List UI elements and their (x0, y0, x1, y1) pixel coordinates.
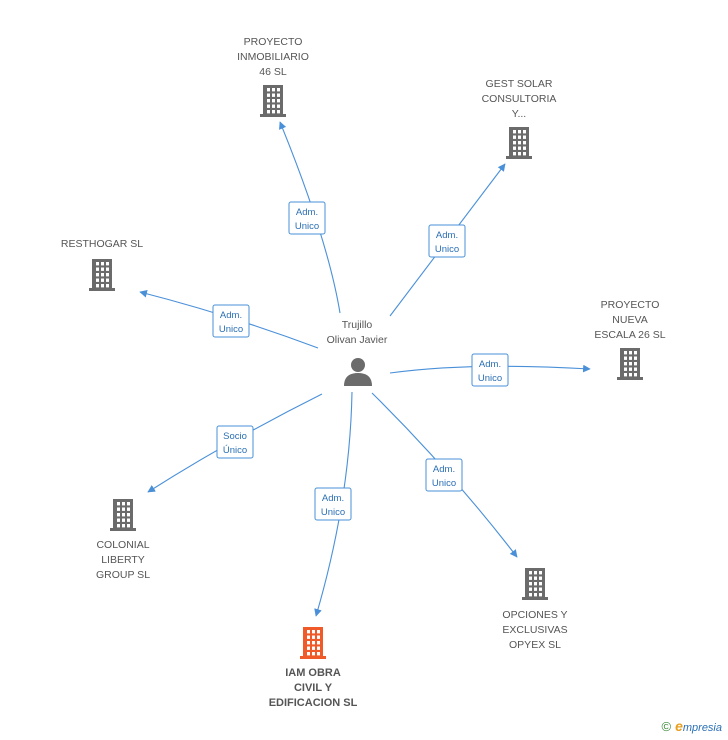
role-label: Adm. Unico (219, 310, 243, 335)
role-label-line: Adm. (220, 310, 242, 321)
person-label-line: Trujillo (342, 319, 373, 331)
role-label-line: Unico (432, 478, 456, 489)
company-label-line: PROYECTO (244, 36, 303, 48)
role-label-line: Adm. (436, 230, 458, 241)
company-label-line: CONSULTORIA (482, 93, 557, 105)
person-label-line: Olivan Javier (327, 334, 388, 346)
company-node-colonial-liberty[interactable]: COLONIAL LIBERTY GROUP SL (96, 499, 150, 581)
company-label: COLONIAL LIBERTY GROUP SL (96, 539, 150, 581)
person-icon (344, 358, 372, 386)
company-label-line: GROUP SL (96, 569, 150, 581)
role-label-line: Unico (321, 507, 345, 518)
role-label-line: Unico (478, 373, 502, 384)
nodes-layer: PROYECTO INMOBILIARIO 46 SL GEST SOLAR CONSU… (61, 36, 666, 709)
company-label-line: LIBERTY (101, 554, 145, 566)
role-label-line: Socio (223, 431, 247, 442)
building-icon (89, 259, 115, 291)
company-node-opciones-exclusivas[interactable]: OPCIONES Y EXCLUSIVAS OPYEX SL (502, 568, 568, 651)
company-label: RESTHOGAR SL (61, 238, 143, 250)
building-icon (260, 85, 286, 117)
role-label: Adm. Unico (295, 207, 319, 232)
company-label: PROYECTO NUEVA ESCALA 26 SL (594, 299, 665, 341)
company-node-gest-solar[interactable]: GEST SOLAR CONSULTORIA Y... (482, 78, 557, 159)
company-node-resthogar[interactable]: RESTHOGAR SL (61, 238, 143, 291)
company-label-line: IAM OBRA (285, 667, 341, 679)
company-label-line: GEST SOLAR (486, 78, 553, 90)
role-label-line: Unico (219, 324, 243, 335)
company-node-proyecto-inmobiliario[interactable]: PROYECTO INMOBILIARIO 46 SL (237, 36, 309, 117)
role-box-proyecto-nueva-escala[interactable]: Adm. Unico (471, 353, 509, 387)
copyright-icon: © (661, 718, 672, 734)
company-label-line: ESCALA 26 SL (594, 329, 665, 341)
role-box-proyecto-inmobiliario[interactable]: Adm. Unico (288, 201, 326, 235)
company-label-line: 46 SL (259, 66, 287, 78)
copyright-footer: © empresia (661, 718, 722, 734)
company-label: GEST SOLAR CONSULTORIA Y... (482, 78, 557, 120)
role-label-line: Adm. (296, 207, 318, 218)
role-label: Adm. Unico (478, 359, 502, 384)
company-label: OPCIONES Y EXCLUSIVAS OPYEX SL (502, 609, 567, 651)
company-node-iam-obra[interactable]: IAM OBRA CIVIL Y EDIFICACION SL (269, 627, 358, 709)
company-node-proyecto-nueva-escala[interactable]: PROYECTO NUEVA ESCALA 26 SL (594, 299, 666, 380)
company-label-line: INMOBILIARIO (237, 51, 309, 63)
building-icon (110, 499, 136, 531)
role-label-line: Unico (295, 221, 319, 232)
role-box-gest-solar[interactable]: Adm. Unico (428, 224, 466, 258)
brand-logo[interactable]: empresia (675, 718, 722, 734)
role-label: Adm. Unico (435, 230, 459, 255)
company-label-line: OPCIONES Y (502, 609, 567, 621)
company-label-line: COLONIAL (96, 539, 149, 551)
building-icon (617, 348, 643, 380)
edges-layer: Adm.UnicoAdm.UnicoAdm.UnicoAdm.UnicoSoci… (139, 121, 591, 617)
role-label-line: Unico (435, 244, 459, 255)
role-box-iam-obra[interactable]: Adm. Unico (314, 487, 352, 521)
company-label-line: CIVIL Y (294, 682, 333, 694)
building-icon (506, 127, 532, 159)
company-label: IAM OBRA CIVIL Y EDIFICACION SL (269, 667, 358, 709)
company-label-line: EXCLUSIVAS (502, 624, 567, 636)
role-box-opciones-exclusivas[interactable]: Adm. Unico (425, 458, 463, 492)
company-label-line: EDIFICACION SL (269, 697, 358, 709)
company-label: PROYECTO INMOBILIARIO 46 SL (237, 36, 309, 78)
company-label-line: RESTHOGAR SL (61, 238, 143, 250)
company-label-line: NUEVA (612, 314, 647, 326)
company-label-line: Y... (512, 108, 526, 120)
role-label-line: Único (223, 445, 247, 456)
building-icon (522, 568, 548, 600)
building-icon (300, 627, 326, 659)
role-label-line: Adm. (433, 464, 455, 475)
role-label: Adm. Unico (432, 464, 456, 489)
role-label: Adm. Unico (321, 493, 345, 518)
role-label-line: Adm. (479, 359, 501, 370)
company-label-line: PROYECTO (601, 299, 660, 311)
role-label-line: Adm. (322, 493, 344, 504)
company-label-line: OPYEX SL (509, 639, 561, 651)
role-box-resthogar[interactable]: Adm. Unico (212, 304, 250, 338)
